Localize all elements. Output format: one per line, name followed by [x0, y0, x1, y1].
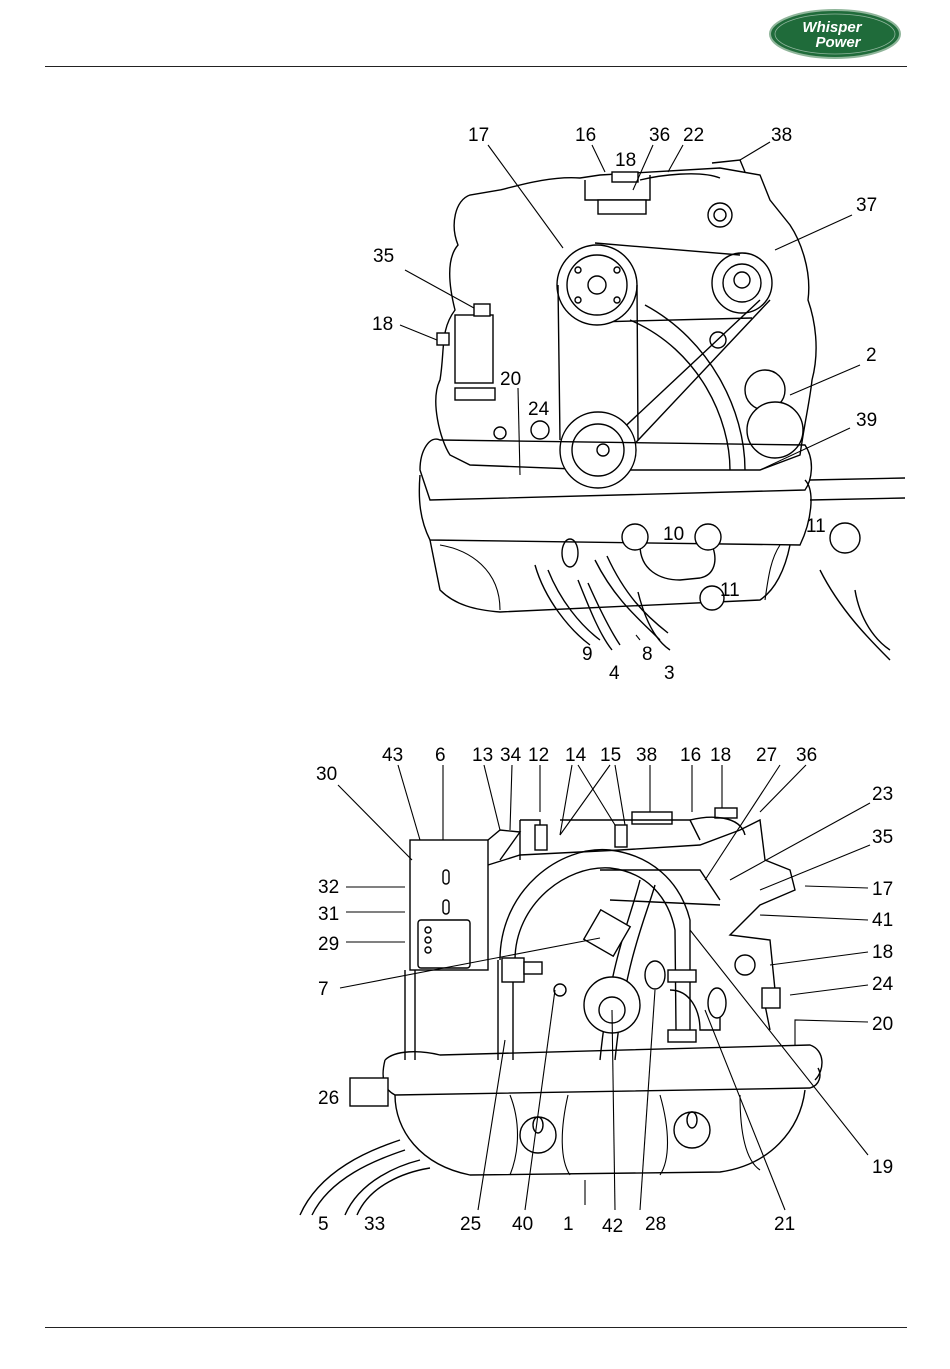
- callout-35: 35: [872, 827, 893, 848]
- callout-24: 24: [872, 974, 894, 995]
- callout-22: 22: [683, 125, 704, 146]
- callout-1: 1: [563, 1214, 574, 1235]
- callout-15: 15: [600, 745, 621, 766]
- callout-32: 32: [318, 877, 339, 898]
- callout-38: 38: [636, 745, 657, 766]
- callout-18b: 18: [372, 314, 393, 335]
- callout-11b: 11: [720, 580, 740, 601]
- callout-39: 39: [856, 410, 877, 431]
- callout-36: 36: [649, 125, 670, 146]
- callout-5: 5: [318, 1214, 329, 1235]
- callout-20: 20: [872, 1014, 893, 1035]
- callout-16: 16: [680, 745, 701, 766]
- callout-23: 23: [872, 784, 893, 805]
- callout-11a: 11: [806, 516, 826, 537]
- callout-19: 19: [872, 1157, 893, 1178]
- callout-31: 31: [318, 904, 339, 925]
- footer-rule: [45, 1327, 907, 1328]
- callout-8: 8: [642, 644, 653, 665]
- callout-4: 4: [609, 663, 620, 684]
- callout-16: 16: [575, 125, 596, 146]
- callout-42: 42: [602, 1216, 623, 1237]
- callout-7: 7: [318, 979, 329, 1000]
- callout-41: 41: [872, 910, 893, 931]
- top-engine-diagram: 17 16 36 22 38 18 37 35 18 2 20 24 39 10…: [0, 0, 950, 700]
- callout-36: 36: [796, 745, 817, 766]
- callout-18b: 18: [872, 942, 893, 963]
- callout-17: 17: [468, 125, 489, 146]
- callout-38: 38: [771, 125, 792, 146]
- callout-18a: 18: [710, 745, 731, 766]
- callout-21: 21: [774, 1214, 795, 1235]
- callout-40: 40: [512, 1214, 533, 1235]
- callout-20: 20: [500, 369, 521, 390]
- callout-10: 10: [663, 524, 684, 545]
- callout-2: 2: [866, 345, 877, 366]
- callout-30: 30: [316, 764, 337, 785]
- callout-43: 43: [382, 745, 403, 766]
- callout-13: 13: [472, 745, 493, 766]
- callout-37: 37: [856, 195, 877, 216]
- bottom-engine-diagram: 30 43 6 13 34 12 14 15 38 16 18 27 36 23…: [0, 700, 950, 1260]
- callout-28: 28: [645, 1214, 666, 1235]
- callout-29: 29: [318, 934, 339, 955]
- callout-17: 17: [872, 879, 893, 900]
- callout-6: 6: [435, 745, 446, 766]
- callout-14: 14: [565, 745, 587, 766]
- callout-27: 27: [756, 745, 777, 766]
- callout-25: 25: [460, 1214, 481, 1235]
- callout-24: 24: [528, 399, 550, 420]
- callout-18a: 18: [615, 150, 636, 171]
- callout-12: 12: [528, 745, 549, 766]
- callout-3: 3: [664, 663, 675, 684]
- callout-33: 33: [364, 1214, 385, 1235]
- callout-34: 34: [500, 745, 522, 766]
- callout-35: 35: [373, 246, 394, 267]
- callout-26: 26: [318, 1088, 339, 1109]
- callout-9: 9: [582, 644, 593, 665]
